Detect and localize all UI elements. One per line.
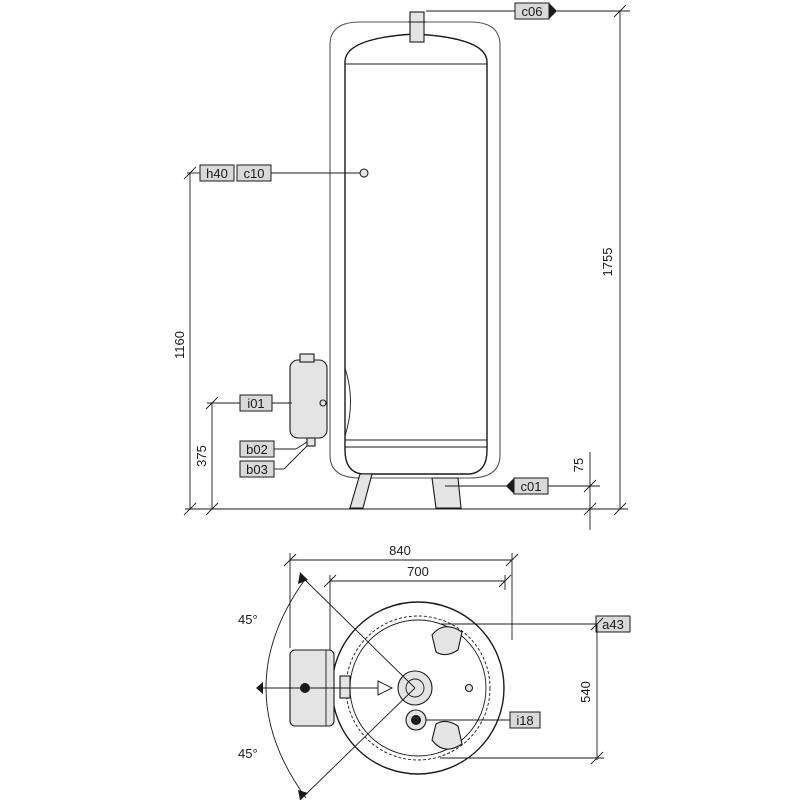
heater-knob: [319, 399, 327, 407]
arc-arrow-bottom: [298, 790, 308, 800]
dimension-1160: 1160: [172, 166, 197, 516]
dimension-375: 375: [194, 396, 219, 516]
dimension-840: 840: [283, 543, 519, 648]
angle-arc: [265, 577, 307, 799]
top-connection-c06: [409, 11, 425, 43]
tag-c10: c10: [236, 164, 272, 182]
tag-i01: i01: [239, 394, 273, 412]
angle-bottom-text: 45°: [238, 746, 258, 761]
tag-c06-text: c06: [522, 4, 543, 19]
tag-b03: b03: [239, 460, 275, 478]
plan-leg-bottom: [431, 720, 463, 750]
arc-arrow-mid: [256, 682, 263, 694]
tag-c06: c06: [514, 2, 557, 20]
plan-small-port: [464, 683, 474, 693]
dim-75-text: 75: [571, 458, 586, 472]
tag-b02-text: b02: [246, 442, 268, 457]
sensor-c10-port: [359, 168, 369, 178]
callout-i18: i18: [426, 711, 541, 729]
angle-ray-top: [299, 574, 416, 689]
plan-heater-bracket: [339, 675, 351, 699]
heater-bottom-connector: [306, 437, 316, 447]
dim-700-text: 700: [407, 564, 429, 579]
angle-top-text: 45°: [238, 612, 258, 627]
tag-c10-text: c10: [244, 166, 265, 181]
callout-a43: a43: [441, 615, 631, 633]
tag-a43-text: a43: [602, 617, 624, 632]
arc-arrow-top: [298, 572, 308, 584]
heater-housing-i01: [289, 359, 328, 439]
angle-ray-bottom: [299, 687, 416, 800]
heater-housing-top-cap: [299, 353, 315, 363]
callout-c06: c06: [426, 2, 630, 20]
leg-right: [431, 477, 462, 509]
callout-c01: c01: [445, 477, 600, 495]
dim-840-text: 840: [389, 543, 411, 558]
side-flange-bulge: [344, 367, 351, 437]
dimension-540: 540: [440, 617, 604, 765]
tag-b03-text: b03: [246, 462, 268, 477]
tag-i18: i18: [509, 711, 541, 729]
tag-i01-text: i01: [247, 396, 264, 411]
tag-i18-text: i18: [516, 713, 533, 728]
plan-leg-top: [431, 626, 463, 656]
tag-c01: c01: [506, 477, 549, 495]
side-elevation: [185, 11, 600, 510]
plan-center-connection-inner: [405, 678, 425, 698]
plan-i18-connection-core: [411, 715, 421, 725]
dimension-1755: 1755: [560, 4, 628, 516]
center-arrow: [377, 680, 394, 696]
dim-540-text: 540: [578, 681, 593, 703]
callout-b02-b03: b02 b03: [239, 440, 308, 478]
dim-1755-text: 1755: [600, 248, 615, 277]
callout-i01: i01: [207, 394, 292, 412]
tag-b02: b02: [239, 440, 275, 458]
tag-c01-text: c01: [521, 479, 542, 494]
insulation-outline: [329, 21, 501, 479]
dim-375-text: 375: [194, 445, 209, 467]
leg-left: [349, 473, 373, 509]
callout-h40-c10: h40 c10: [187, 164, 360, 182]
dimension-75: 75: [571, 452, 597, 530]
plan-view: 840 700: [238, 543, 631, 800]
tag-h40-text: h40: [206, 166, 228, 181]
inner-vessel: [344, 33, 488, 475]
tag-a43: a43: [595, 615, 631, 633]
tag-h40: h40: [199, 164, 235, 182]
dim-1160-text: 1160: [172, 331, 187, 359]
